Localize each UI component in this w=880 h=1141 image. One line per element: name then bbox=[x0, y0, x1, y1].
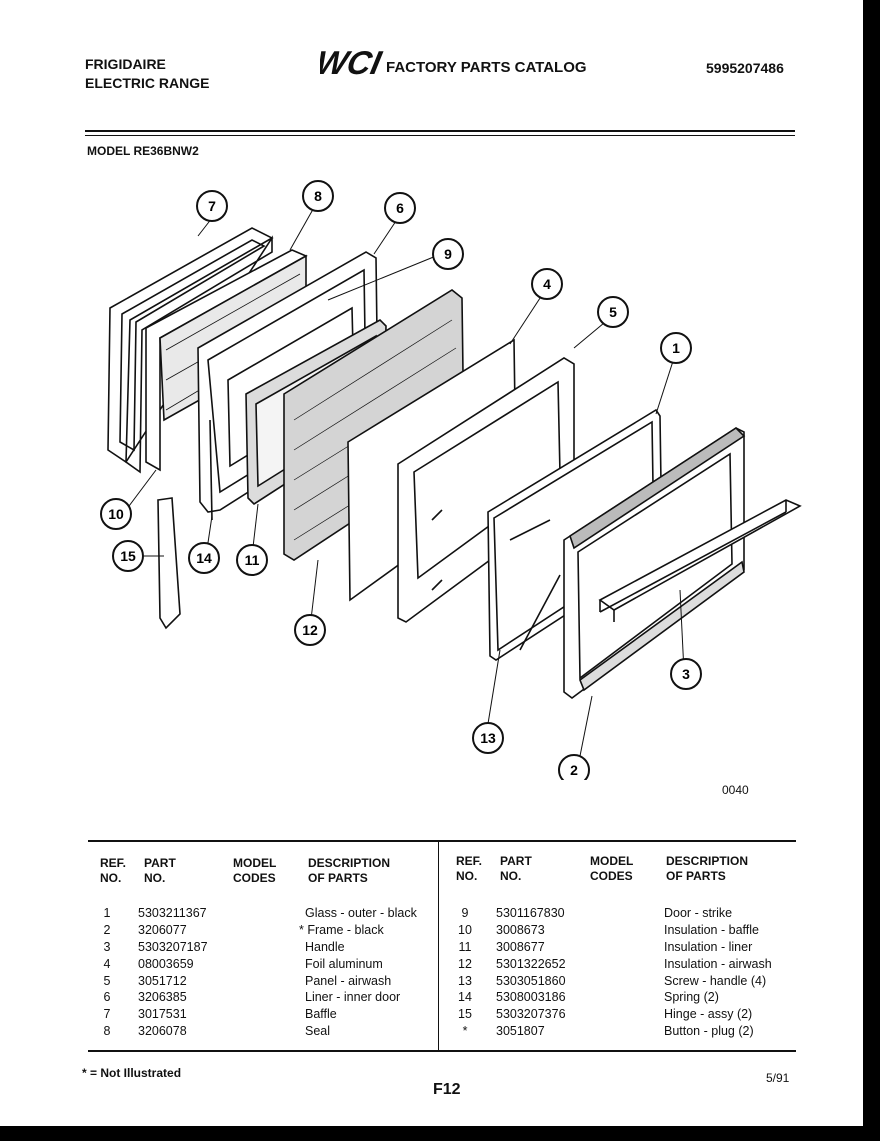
col-header-part-no: PART NO. bbox=[144, 856, 176, 885]
oven-handle bbox=[598, 499, 802, 622]
svg-text:2: 2 bbox=[570, 762, 578, 778]
col-header-model-codes: MODEL CODES bbox=[233, 856, 277, 885]
callout-2: 2 bbox=[558, 754, 590, 780]
callout-14: 14 bbox=[188, 542, 220, 574]
table-divider bbox=[438, 842, 439, 1050]
catalog-number: 5995207486 bbox=[706, 60, 784, 76]
diagram-code: 0040 bbox=[722, 783, 749, 797]
svg-text:8: 8 bbox=[314, 188, 322, 204]
col-header-description: DESCRIPTION OF PARTS bbox=[308, 856, 391, 885]
door-frame bbox=[563, 426, 746, 699]
svg-text:9: 9 bbox=[444, 246, 452, 262]
svg-text:6: 6 bbox=[396, 200, 404, 216]
svg-text:10: 10 bbox=[108, 506, 124, 522]
product-type: ELECTRIC RANGE bbox=[85, 75, 210, 91]
revision-date: 5/91 bbox=[766, 1071, 790, 1085]
table-rule-top bbox=[88, 840, 796, 842]
col-header-part-no-right: PART NO. bbox=[500, 854, 532, 883]
callout-15: 15 bbox=[112, 540, 144, 572]
callout-7: 7 bbox=[196, 190, 228, 222]
callout-13: 13 bbox=[472, 722, 504, 754]
callout-8: 8 bbox=[302, 180, 334, 212]
exploded-door-diagram: 7 8 6 9 4 5 1 10 15 14 11 12 13 3 2 bbox=[100, 180, 802, 780]
spring bbox=[209, 419, 213, 521]
svg-text:7: 7 bbox=[208, 198, 216, 214]
callout-5: 5 bbox=[597, 296, 629, 328]
logo-text: WCI bbox=[320, 46, 384, 80]
callout-6: 6 bbox=[384, 192, 416, 224]
wci-logo: WCI bbox=[320, 46, 384, 80]
col-header-ref-no-right: REF. NO. bbox=[456, 854, 483, 883]
header-rule bbox=[85, 130, 795, 132]
col-header-model-codes-right: MODEL CODES bbox=[590, 854, 634, 883]
callout-12: 12 bbox=[294, 614, 326, 646]
brand-name: FRIGIDAIRE bbox=[85, 56, 166, 72]
svg-text:1: 1 bbox=[672, 340, 680, 356]
parts-catalog-page: FRIGIDAIRE ELECTRIC RANGE WCI FACTORY PA… bbox=[0, 0, 863, 1126]
callout-3: 3 bbox=[670, 658, 702, 690]
svg-text:4: 4 bbox=[543, 276, 551, 292]
callout-10: 10 bbox=[100, 498, 132, 530]
page-number: F12 bbox=[433, 1081, 461, 1098]
svg-text:5: 5 bbox=[609, 304, 617, 320]
svg-text:14: 14 bbox=[196, 550, 212, 566]
footnote: * = Not Illustrated bbox=[82, 1066, 182, 1080]
callout-9: 9 bbox=[432, 238, 464, 270]
svg-text:11: 11 bbox=[245, 552, 260, 568]
hinge-assembly bbox=[157, 497, 181, 630]
catalog-title: FACTORY PARTS CATALOG bbox=[386, 59, 587, 76]
svg-text:13: 13 bbox=[480, 730, 496, 746]
svg-text:12: 12 bbox=[302, 622, 318, 638]
callout-1: 1 bbox=[660, 332, 692, 364]
table-rule-bottom bbox=[88, 1050, 796, 1052]
callout-4: 4 bbox=[531, 268, 563, 300]
col-header-ref-no: REF. NO. bbox=[100, 856, 127, 885]
model-label: MODEL RE36BNW2 bbox=[87, 144, 199, 158]
brand-block: FRIGIDAIRE ELECTRIC RANGE bbox=[85, 55, 209, 93]
col-header-description-right: DESCRIPTION OF PARTS bbox=[666, 854, 749, 883]
svg-text:15: 15 bbox=[120, 548, 136, 564]
svg-text:3: 3 bbox=[682, 666, 690, 682]
callout-11: 11 bbox=[236, 544, 268, 576]
header-rule-thin bbox=[85, 135, 795, 136]
